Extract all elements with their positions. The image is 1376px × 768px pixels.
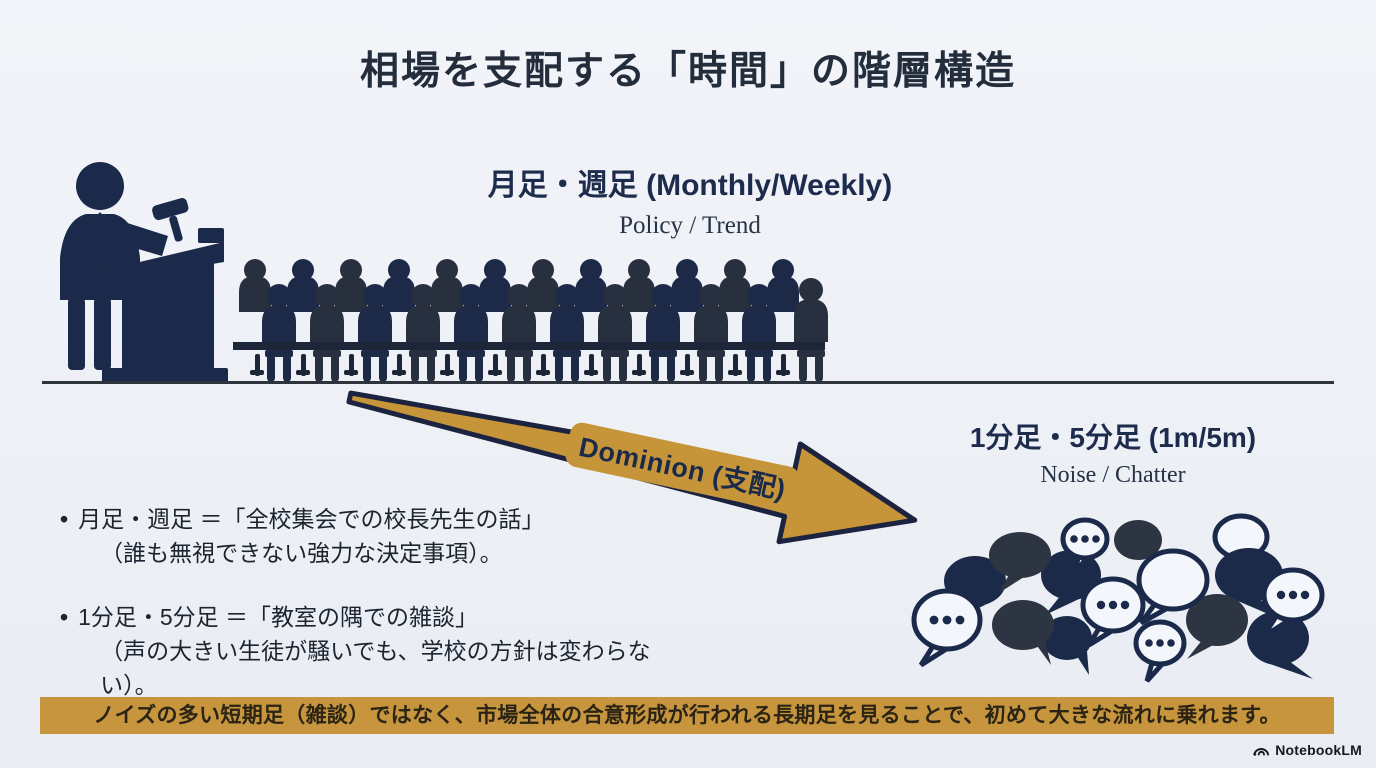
bullet-marker: • — [60, 604, 69, 630]
key-message-banner: ノイズの多い短期足（雑談）ではなく、市場全体の合意形成が行われる長期足を見ること… — [40, 697, 1334, 734]
higher-timeframe-label-group: 月足・週足 (Monthly/Weekly) Policy / Trend — [440, 160, 940, 240]
lower-timeframe-label-group: 1分足・5分足 (1m/5m) Noise / Chatter — [948, 416, 1278, 489]
bullet-line1: 月足・週足 ＝「全校集会での校長先生の話」 — [78, 506, 545, 532]
page-title: 相場を支配する「時間」の階層構造 — [359, 50, 1016, 93]
notebooklm-label: NotebookLM — [1275, 742, 1362, 758]
bullet-line1: 1分足・5分足 ＝「教室の隅での雑談」 — [78, 604, 479, 630]
notebooklm-icon — [1253, 748, 1270, 756]
bullet-text: 月足・週足 ＝「全校集会での校長先生の話」 （誰も無視できない強力な決定事項）。 — [78, 502, 544, 570]
bullet-line2: （誰も無視できない強力な決定事項）。 — [100, 540, 503, 566]
horizontal-divider — [42, 381, 1334, 384]
bullet-text: 1分足・5分足 ＝「教室の隅での雑談」 （声の大きい生徒が騒いでも、学校の方針は… — [78, 600, 700, 702]
lower-timeframe-sublabel: Noise / Chatter — [1040, 462, 1186, 488]
explanation-bullet-list: • 月足・週足 ＝「全校集会での校長先生の話」 （誰も無視できない強力な決定事項… — [60, 502, 700, 732]
bubble-dots — [929, 615, 965, 625]
bullet-line2: （声の大きい生徒が騒いでも、学校の方針は変わらない）。 — [100, 638, 651, 698]
audience-crowd-icon — [233, 259, 828, 382]
lower-timeframe-label: 1分足・5分足 (1m/5m) — [969, 422, 1257, 453]
speech-bubbles-icon — [911, 513, 1325, 683]
bullet-higher-timeframe: • 月足・週足 ＝「全校集会での校長先生の話」 （誰も無視できない強力な決定事項… — [60, 502, 700, 570]
bullet-lower-timeframe: • 1分足・5分足 ＝「教室の隅での雑談」 （声の大きい生徒が騒いでも、学校の方… — [60, 600, 700, 702]
higher-timeframe-label: 月足・週足 (Monthly/Weekly) — [487, 169, 893, 202]
bullet-marker: • — [60, 506, 69, 532]
higher-timeframe-sublabel: Policy / Trend — [619, 212, 761, 239]
notebooklm-branding: NotebookLM — [1252, 742, 1362, 758]
speaker-podium-icon — [60, 162, 228, 383]
